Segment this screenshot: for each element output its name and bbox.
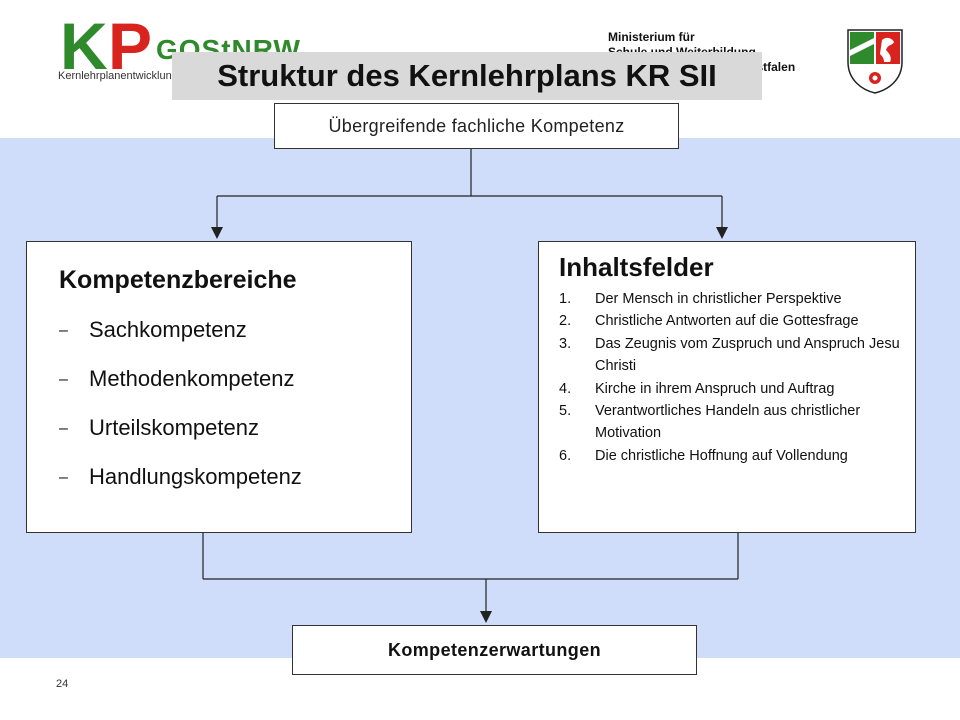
list-item-text: Verantwortliches Handeln aus christliche… [595, 403, 861, 442]
logo-subtitle: Kernlehrplanentwicklung [58, 70, 178, 82]
inhaltsfelder-list: 1. Der Mensch in christlicher Perspektive… [559, 288, 909, 467]
kompetenzbereiche-list: – Sachkompetenz – Methodenkompetenz – Urtei… [59, 317, 302, 513]
list-item-text: Der Mensch in christlicher Perspektive [595, 291, 842, 307]
logo-letter-p: P [108, 12, 153, 83]
list-item: 1. Der Mensch in christlicher Perspektive [559, 288, 909, 310]
list-item-label: Sachkompetenz [89, 317, 247, 342]
list-item-text: Christliche Antworten auf die Gottesfrag… [595, 313, 859, 330]
top-box-uebergreifende-kompetenz: Übergreifende fachliche Kompetenz [274, 103, 679, 149]
list-item: – Urteilskompetenz [59, 415, 302, 464]
bullet-dash: – [59, 420, 68, 437]
page-number: 24 [56, 678, 69, 690]
bullet-dash: – [59, 371, 68, 388]
list-item: 2. Christliche Antworten auf die Gottesfr… [559, 310, 909, 332]
list-item-number: 4. [559, 380, 572, 397]
list-item-number: 5. [559, 403, 572, 420]
bullet-dash: – [59, 469, 68, 486]
inhaltsfelder-box: Inhaltsfelder 1. Der Mensch in christlich… [538, 241, 916, 533]
list-item-label: Urteilskompetenz [89, 415, 259, 440]
list-item-number: 6. [559, 447, 572, 464]
list-item: – Sachkompetenz [59, 317, 302, 366]
list-item-label: Methodenkompetenz [89, 366, 295, 391]
list-item-number: 1. [559, 291, 572, 307]
list-item-text: Die christliche Hoffnung auf Vollendung [595, 447, 848, 464]
bullet-dash: – [59, 322, 68, 339]
nrw-crest-icon [847, 29, 903, 94]
list-item-text: Das Zeugnis vom Zuspruch und Anspruch Je… [595, 335, 900, 375]
list-item: – Handlungskompetenz [59, 464, 302, 513]
slide-title: Struktur des Kernlehrplans KR SII [172, 52, 762, 100]
list-item-label: Handlungskompetenz [89, 464, 302, 489]
list-item-number: 3. [559, 335, 572, 352]
kompetenzbereiche-box: Kompetenzbereiche – Sachkompetenz – Method… [26, 241, 412, 533]
kompetenzbereiche-heading: Kompetenzbereiche [59, 266, 297, 294]
list-item: – Methodenkompetenz [59, 366, 302, 415]
ministry-line-1: Ministerium für [608, 30, 695, 44]
list-item: 6. Die christliche Hoffnung auf Vollendun… [559, 445, 909, 467]
list-item: 5. Verantwortliches Handeln aus christlic… [559, 400, 909, 445]
inhaltsfelder-heading: Inhaltsfelder [559, 252, 714, 282]
kompetenzerwartungen-box: Kompetenzerwartungen [292, 625, 697, 675]
list-item: 3. Das Zeugnis vom Zuspruch und Anspruch … [559, 333, 909, 378]
logo-letter-k: K [60, 12, 108, 83]
list-item-number: 2. [559, 313, 572, 330]
list-item-text: Kirche in ihrem Anspruch und Auftrag [595, 380, 835, 397]
list-item: 4. Kirche in ihrem Anspruch und Auftrag [559, 378, 909, 400]
